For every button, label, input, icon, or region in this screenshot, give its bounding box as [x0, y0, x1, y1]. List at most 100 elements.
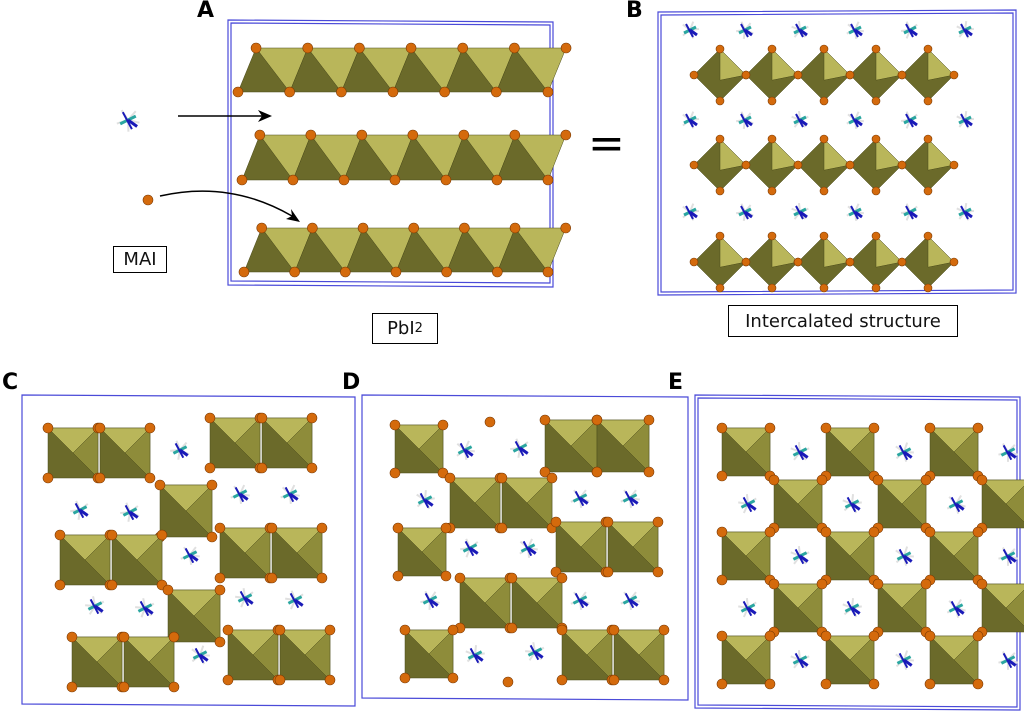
- nitrogen-bond: [129, 510, 139, 519]
- iodine-atom: [447, 624, 459, 636]
- iodine-atom: [106, 529, 118, 541]
- iodine-atom: [324, 624, 336, 636]
- iodine-atom: [256, 462, 268, 474]
- octahedron-face-mid: [286, 417, 313, 469]
- iodine-atom: [214, 522, 226, 534]
- nitrogen-bond: [898, 548, 909, 565]
- nitrogen-bond: [846, 496, 857, 513]
- octahedron-face-mid: [148, 636, 175, 688]
- iodine-atom: [652, 516, 664, 528]
- nitrogen-bond: [909, 210, 918, 219]
- nitrogen-bond: [685, 205, 694, 220]
- nitrogen-bond: [747, 502, 757, 511]
- nitrogen-bond: [903, 554, 913, 563]
- iodine-atom: [392, 570, 404, 582]
- octahedron-face-light: [514, 134, 567, 181]
- nitrogen-bond: [522, 540, 533, 557]
- nitrogen-bond: [294, 598, 304, 607]
- iodine-atom: [602, 566, 614, 578]
- iodine-atom: [819, 134, 829, 144]
- iodine-atom: [768, 474, 780, 486]
- iodine-atom: [440, 570, 452, 582]
- nitrogen-bond: [624, 490, 635, 507]
- nitrogen-bond: [799, 450, 809, 459]
- iodine-atom: [897, 160, 907, 170]
- hydrogen-bond: [532, 642, 536, 653]
- nitrogen-bond: [744, 118, 753, 127]
- nitrogen-bond: [744, 210, 753, 219]
- iodine-atom: [118, 631, 130, 643]
- arrow-head: [258, 110, 272, 122]
- iodine-atom: [354, 42, 365, 54]
- nitrogen-bond: [419, 492, 430, 509]
- iodine-atom: [897, 257, 907, 267]
- iodine-atom: [42, 422, 54, 434]
- iodine-atom: [338, 174, 350, 186]
- nitrogen-bond: [964, 118, 973, 127]
- nitrogen-bond: [174, 442, 185, 459]
- iodine-atom: [306, 412, 318, 424]
- pbi2-base: PbI: [387, 318, 415, 339]
- iodine-atom: [405, 42, 417, 54]
- octahedron-face-light: [719, 138, 747, 171]
- iodine-atom: [444, 472, 456, 484]
- octahedron-face-mid: [632, 521, 659, 573]
- iodine-atom: [764, 678, 776, 690]
- nitrogen-bond: [429, 598, 439, 607]
- iodine-atom: [819, 44, 829, 54]
- nitrogen-bond: [854, 118, 863, 127]
- nitrogen-bond: [794, 652, 805, 669]
- nitrogen-bond: [514, 440, 525, 457]
- octahedron-face-mid: [849, 635, 875, 685]
- iodine-atom: [556, 572, 568, 584]
- iodine-atom: [302, 42, 314, 54]
- iodine-atom: [767, 96, 777, 106]
- iodine-atom: [439, 86, 450, 98]
- iodine-atom: [871, 96, 881, 106]
- nitrogen-bond: [960, 23, 969, 38]
- unit-cell-box: [657, 9, 1017, 296]
- octahedron-face-mid: [536, 577, 563, 629]
- unit-cell-box: [660, 12, 1014, 293]
- iodine-atom: [509, 42, 520, 54]
- nitrogen-bond: [284, 486, 295, 503]
- octahedron-face-light: [771, 235, 799, 268]
- nitrogen-bond: [244, 596, 254, 605]
- iodine-atom: [502, 676, 514, 688]
- iodine-atom: [539, 414, 551, 426]
- iodine-atom: [820, 678, 832, 690]
- nitrogen-bond: [199, 653, 209, 662]
- nitrogen-bond: [740, 113, 749, 128]
- iodine-atom: [556, 674, 568, 686]
- iodine-atom: [154, 479, 166, 491]
- octahedron-face-mid: [96, 636, 123, 688]
- iodine-atom: [560, 42, 572, 54]
- iodine-atom: [793, 160, 803, 170]
- nitrogen-bond: [799, 118, 808, 127]
- nitrogen-bond: [689, 28, 698, 37]
- iodine-atom: [54, 529, 66, 541]
- iodine-atom: [715, 283, 725, 293]
- octahedron-face-light: [513, 47, 567, 93]
- iodine-atom: [206, 479, 218, 491]
- nitrogen-bond: [469, 647, 480, 664]
- iodine-atom: [222, 674, 234, 686]
- octahedron-face-mid: [953, 427, 979, 477]
- nitrogen-bond: [898, 652, 909, 669]
- nitrogen-bond: [964, 210, 973, 219]
- unit-cell-box: [230, 22, 551, 284]
- nitrogen-bond: [903, 450, 913, 459]
- iodine-atom: [976, 578, 988, 590]
- iodine-atom: [768, 578, 780, 590]
- iodine-atom: [496, 522, 508, 534]
- panel-label-d: D: [342, 370, 361, 395]
- iodine-atom: [871, 283, 881, 293]
- iodine-atom: [923, 231, 933, 241]
- octahedron-face-mid: [580, 521, 607, 573]
- iodine-atom: [924, 422, 936, 434]
- iodine-atom: [324, 674, 336, 686]
- octahedron-face-mid: [849, 427, 875, 477]
- iodine-atom: [214, 636, 226, 648]
- octahedron-face-mid: [797, 583, 823, 633]
- nitrogen-bond: [1007, 554, 1017, 563]
